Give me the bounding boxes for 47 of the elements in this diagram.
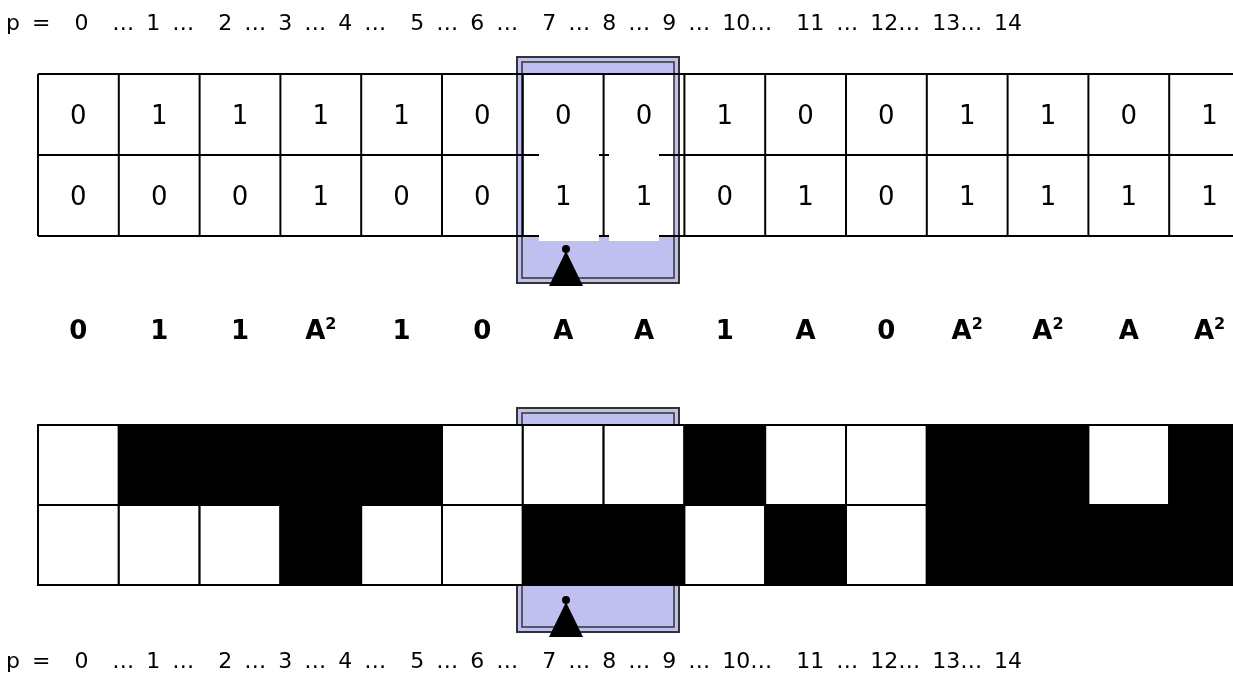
bit-value: 1 [312, 180, 330, 211]
bit-value: 0 [878, 180, 895, 211]
bit-value: 0 [231, 180, 249, 211]
bit-value: 0 [150, 180, 168, 211]
symbol-label: A$^{2}$ [951, 315, 983, 345]
bit-value: 1 [554, 180, 572, 211]
symbol-label: 1 [392, 315, 411, 345]
symbol-label: A$^{2}$ [1032, 315, 1064, 345]
bit-value: 1 [1039, 99, 1057, 130]
symbol-label: 0 [69, 315, 88, 345]
bit-value: 1 [1039, 180, 1057, 211]
bit-value: 1 [958, 180, 976, 211]
position-scale: p = 0 … 1 … 2 … 3 … 4 … 5 … 6 … 7 … 8 … 9 … 10… 11 … 12… 13… 14 [6, 10, 1023, 35]
symbol-label: 1 [715, 315, 734, 345]
symbol-label: 0 [473, 315, 492, 345]
bit-value: 1 [150, 99, 168, 130]
symbol-label: A [795, 315, 816, 345]
bit-value: 1 [1201, 99, 1218, 130]
bit-value: 1 [231, 99, 249, 130]
bit-value: 0 [1120, 99, 1138, 130]
bit-value: 1 [797, 180, 814, 211]
symbol-label: A$^{2}$ [305, 315, 337, 345]
bit-value: 0 [878, 99, 895, 130]
symbol-label: 0 [877, 315, 896, 345]
bit-value: 0 [554, 99, 572, 130]
bit-value: 0 [635, 99, 653, 130]
bit-value: 0 [797, 99, 814, 130]
bit-value: 0 [70, 180, 87, 211]
symbol-label: A [1118, 315, 1139, 345]
bit-value: 0 [474, 180, 491, 211]
bit-value: 1 [958, 99, 976, 130]
bit-value: 0 [474, 99, 491, 130]
bit-value: 1 [1120, 180, 1138, 211]
bit-value: 0 [70, 99, 87, 130]
bit-value: 0 [716, 180, 734, 211]
symbol-label: 1 [230, 315, 250, 345]
bit-value: 0 [393, 180, 410, 211]
bit-value: 1 [312, 99, 330, 130]
bit-value: 1 [716, 99, 734, 130]
symbol-label: 1 [150, 315, 169, 345]
position-scale: p = 0 … 1 … 2 … 3 … 4 … 5 … 6 … 7 … 8 … 9 … 10… 11 … 12… 13… 14 [6, 648, 1023, 673]
symbol-label: A$^{2}$ [1193, 315, 1226, 345]
bit-value: 1 [635, 180, 653, 211]
symbol-label: A [553, 315, 574, 345]
symbol-label: A [633, 315, 655, 345]
bit-value: 1 [393, 99, 410, 130]
bit-value: 1 [1201, 180, 1218, 211]
